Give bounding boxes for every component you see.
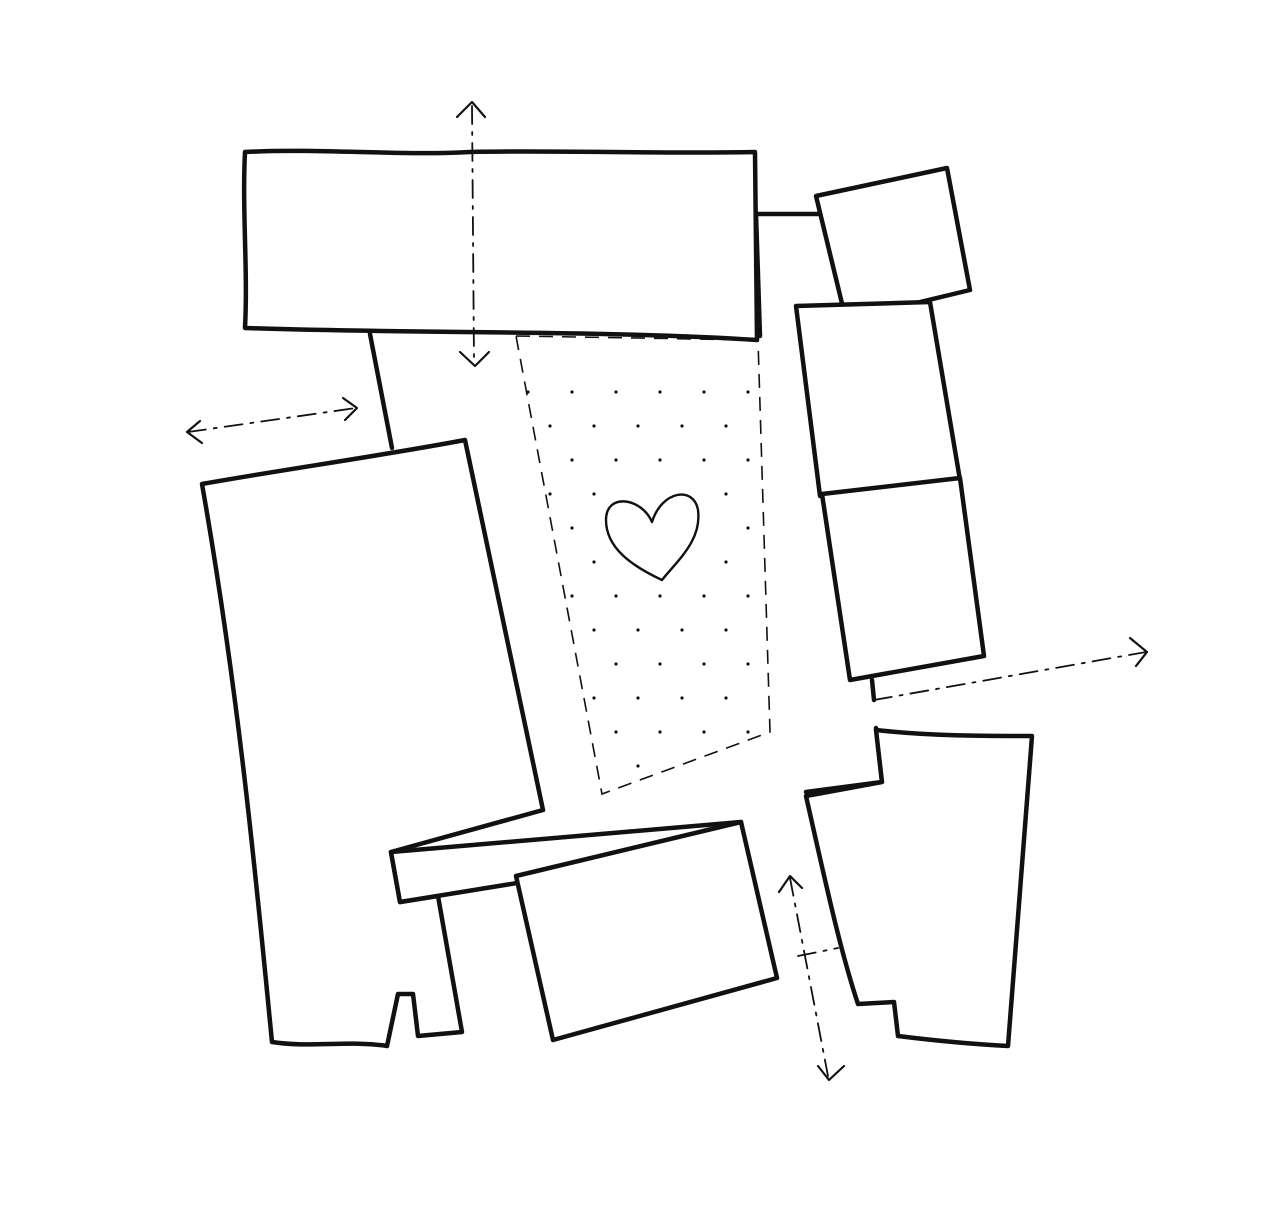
plaza-dot — [724, 560, 728, 564]
plaza-dot — [614, 730, 618, 734]
plaza-dot — [526, 390, 530, 394]
plaza-dot — [724, 424, 728, 428]
east-building-upper — [793, 299, 963, 499]
plaza-dot — [746, 526, 750, 530]
plaza-dot — [570, 526, 574, 530]
plaza-dot — [592, 560, 596, 564]
plaza-dots — [526, 390, 750, 768]
north-building — [241, 148, 760, 343]
plaza-dot — [702, 730, 706, 734]
east-building-lower — [819, 475, 987, 683]
plaza-dot — [746, 390, 750, 394]
arrowhead-right-icon — [1128, 636, 1149, 668]
plaza-dot — [680, 696, 684, 700]
plaza-dot — [746, 662, 750, 666]
plaza-dot — [592, 696, 596, 700]
southeast-building — [803, 727, 1035, 1049]
south-connection-arrow — [777, 874, 846, 1082]
plaza-dot — [614, 390, 618, 394]
plaza-dot — [614, 458, 618, 462]
plaza-dot — [702, 390, 706, 394]
plaza-dot — [636, 764, 640, 768]
plaza-dot — [702, 594, 706, 598]
northeast-small-building — [813, 165, 973, 323]
plaza-dot — [636, 696, 640, 700]
plaza-dot — [702, 458, 706, 462]
plaza-dot — [658, 662, 662, 666]
plaza-dot — [746, 458, 750, 462]
plaza-dot — [592, 628, 596, 632]
east-connection-arrow — [873, 636, 1149, 701]
arrowhead-left-icon — [185, 419, 204, 445]
plaza-dot — [592, 492, 596, 496]
plaza-dot — [658, 458, 662, 462]
plaza-dot — [658, 390, 662, 394]
arrowhead-up-icon — [777, 874, 804, 894]
west-large-building — [199, 437, 546, 1049]
plaza-dot — [658, 594, 662, 598]
arrowhead-down-icon — [816, 1064, 846, 1082]
plaza-dot — [570, 594, 574, 598]
movement-arrows — [185, 100, 1149, 1082]
plaza-dot — [724, 696, 728, 700]
plaza-dot — [636, 424, 640, 428]
plaza-dot — [746, 730, 750, 734]
plaza-dot — [592, 424, 596, 428]
arrowhead-right-icon — [341, 396, 359, 422]
plaza-dot — [658, 730, 662, 734]
east-link-a — [869, 677, 877, 703]
arrowhead-down-icon — [458, 350, 491, 368]
plaza-dot — [570, 390, 574, 394]
plaza-dot — [702, 662, 706, 666]
plaza-dot — [724, 628, 728, 632]
heart-icon — [604, 493, 700, 582]
plaza-dot — [636, 628, 640, 632]
north-wall-link-left — [367, 331, 395, 451]
plaza-dot — [614, 662, 618, 666]
arrowhead-up-icon — [455, 100, 487, 119]
plaza-dot — [570, 458, 574, 462]
plaza-dot — [746, 594, 750, 598]
plaza-dot — [724, 492, 728, 496]
plaza-dot — [548, 492, 552, 496]
central-plaza — [515, 335, 771, 796]
buildings — [199, 148, 1035, 1049]
plaza-dot — [548, 424, 552, 428]
south-building — [513, 819, 780, 1043]
plaza-outline — [515, 335, 771, 796]
plaza-dot — [680, 628, 684, 632]
plaza-dot — [680, 424, 684, 428]
plaza-dot — [614, 594, 618, 598]
north-south-axis-arrow — [455, 100, 491, 368]
west-connection-arrow — [185, 396, 359, 445]
